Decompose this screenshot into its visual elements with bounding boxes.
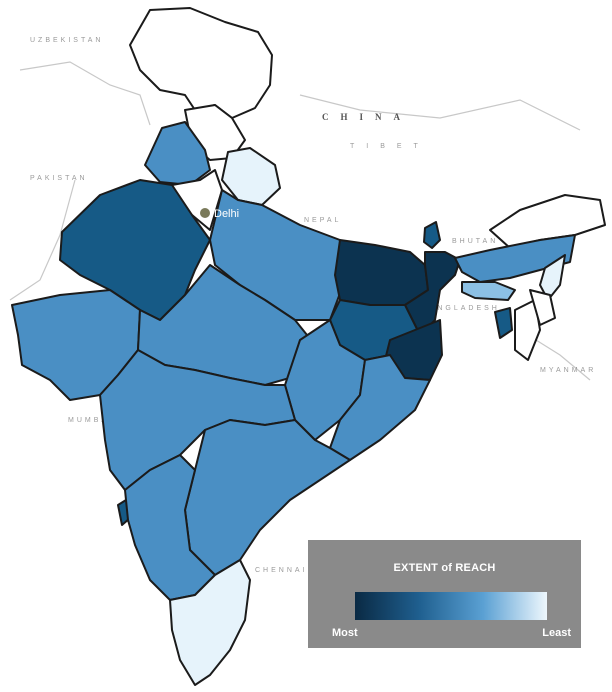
label-chennai: CHENNAI <box>255 567 308 574</box>
state-punjab <box>144 121 211 186</box>
label-mumbai: MUMBAI <box>68 417 114 424</box>
state-tripura <box>494 307 513 339</box>
border-line-northwest <box>19 61 151 126</box>
state-sikkim <box>423 221 441 249</box>
label-tibet: TIBET <box>350 143 430 150</box>
state-rajasthan <box>59 179 211 321</box>
delhi-marker <box>200 208 210 218</box>
legend-color-scale <box>355 592 547 620</box>
state-meghalaya <box>461 281 516 301</box>
label-bangladesh: BANGLADESH <box>422 305 500 312</box>
state-tamil-nadu <box>169 559 251 686</box>
state-mizoram <box>514 299 541 361</box>
border-line-west <box>9 179 76 301</box>
state-bihar <box>334 239 429 306</box>
label-uzbekistan: UZBEKISTAN <box>30 37 103 44</box>
state-odisha <box>329 354 431 461</box>
border-line-northeast <box>299 94 581 131</box>
label-china: CHINA <box>322 112 412 122</box>
state-manipur <box>529 289 556 326</box>
legend-most-label: Most <box>332 627 358 639</box>
label-bhutan: BHUTAN <box>452 238 498 245</box>
legend-least-label: Least <box>542 627 571 639</box>
delhi-label: Delhi <box>214 208 239 220</box>
state-nagaland <box>539 254 566 301</box>
label-nepal: NEPAL <box>304 217 341 224</box>
state-uttarakhand <box>221 147 281 206</box>
legend-title: EXTENT of REACH <box>393 562 496 574</box>
legend-panel: EXTENT of REACH Most Least <box>308 540 581 648</box>
label-myanmar: MYANMAR <box>540 367 596 374</box>
label-pakistan: PAKISTAN <box>30 175 88 182</box>
state-jammu-kashmir <box>129 7 273 119</box>
